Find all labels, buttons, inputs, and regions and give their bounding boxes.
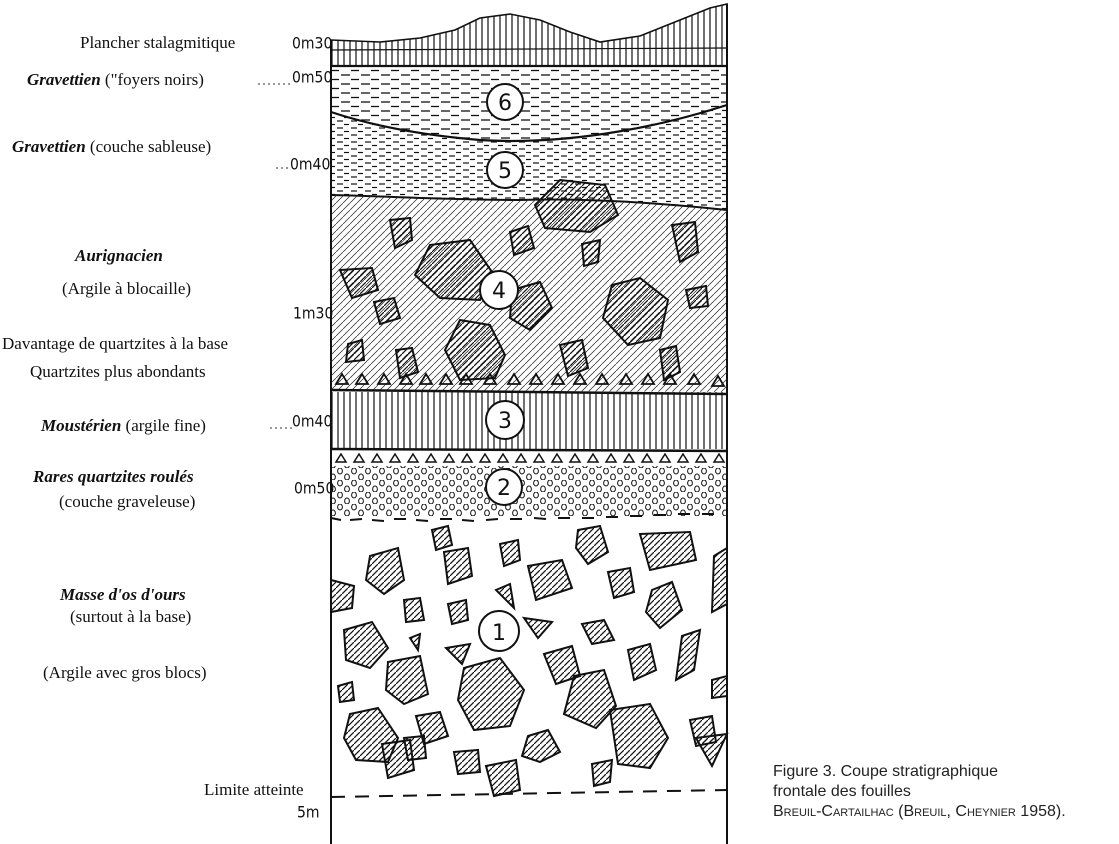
figure-caption: Figure 3. Coupe stratigraphique frontale… bbox=[773, 762, 1066, 822]
circle-1 bbox=[478, 610, 520, 652]
layer-number-3: 3 bbox=[498, 409, 512, 434]
layer-number-6: 6 bbox=[498, 91, 512, 116]
thickness-total: 5m bbox=[297, 803, 320, 823]
layer-4-blocks bbox=[338, 178, 710, 382]
layer-plancher bbox=[330, 2, 728, 67]
thickness-rares: 0m50 bbox=[294, 479, 335, 499]
label-couche-graveleuse: (couche graveleuse) bbox=[59, 492, 196, 511]
caption-line-1: Figure 3. Coupe stratigraphique bbox=[773, 763, 999, 780]
label-gravettien-foyers: Gravettien ("foyers noirs) bbox=[27, 70, 204, 90]
label-quartzites-abondants: Quartzites plus abondants bbox=[30, 362, 206, 381]
layer-number-circles bbox=[478, 83, 525, 652]
limit-line bbox=[330, 789, 728, 798]
layer-3 bbox=[331, 392, 727, 449]
thickness-plancher: 0m30 bbox=[292, 34, 333, 54]
label-plancher: Plancher stalagmitique bbox=[80, 33, 236, 52]
thickness-mousterien: 0m40 bbox=[292, 412, 333, 432]
caption-line-2: frontale des fouilles bbox=[773, 783, 911, 800]
label-mousterien-name: Moustérien bbox=[41, 416, 122, 435]
layer-4-triangles bbox=[334, 372, 726, 387]
label-surtout-base: (surtout à la base) bbox=[70, 607, 192, 626]
thickness-gravettien-foyers: 0m50 bbox=[292, 68, 333, 88]
layer-6 bbox=[331, 66, 727, 141]
layer-2-triangles bbox=[334, 452, 726, 463]
label-gravettien-foyers-desc: ("foyers noirs) bbox=[104, 70, 204, 89]
caption-line-3: Breuil-Cartailhac (Breuil, Cheynier 1958… bbox=[773, 803, 1066, 820]
label-gravettien-sableuse-desc: (couche sableuse) bbox=[89, 137, 212, 156]
circle-6 bbox=[486, 83, 524, 121]
label-mousterien-desc: (argile fine) bbox=[125, 416, 206, 435]
label-aurignacien: Aurignacien bbox=[75, 246, 163, 265]
layer-1-blocks bbox=[330, 524, 729, 798]
layer-2 bbox=[331, 466, 727, 516]
leader-lines bbox=[258, 83, 292, 429]
circle-3 bbox=[485, 400, 525, 440]
layer-number-4: 4 bbox=[492, 279, 506, 304]
label-gravettien-sableuse-name: Gravettien bbox=[12, 137, 86, 156]
circle-5 bbox=[486, 151, 524, 189]
label-davantage: Davantage de quartzites à la base bbox=[2, 334, 229, 353]
thickness-gravettien-sableuse: 0m40 bbox=[290, 155, 331, 175]
layer-number-2: 2 bbox=[497, 476, 511, 501]
circle-2 bbox=[485, 468, 523, 506]
layer-number-1: 1 bbox=[492, 621, 506, 646]
layer-number-5: 5 bbox=[498, 159, 512, 184]
layer-5 bbox=[331, 105, 727, 210]
label-gravettien-foyers-name: Gravettien bbox=[27, 70, 101, 89]
thickness-aurignacien: 1m30 bbox=[293, 304, 334, 324]
label-limite-atteinte: Limite atteinte bbox=[204, 780, 304, 799]
label-gravettien-sableuse: Gravettien (couche sableuse) bbox=[12, 137, 211, 157]
label-masse-os: Masse d'os d'ours bbox=[60, 585, 186, 604]
label-mousterien: Moustérien (argile fine) bbox=[41, 416, 206, 436]
label-aurignacien-desc: (Argile à blocaille) bbox=[62, 279, 192, 298]
label-argile-gros-blocs: (Argile avec gros blocs) bbox=[43, 663, 207, 682]
label-rares-quartzites: Rares quartzites roulés bbox=[33, 467, 194, 486]
circle-4 bbox=[479, 270, 519, 310]
